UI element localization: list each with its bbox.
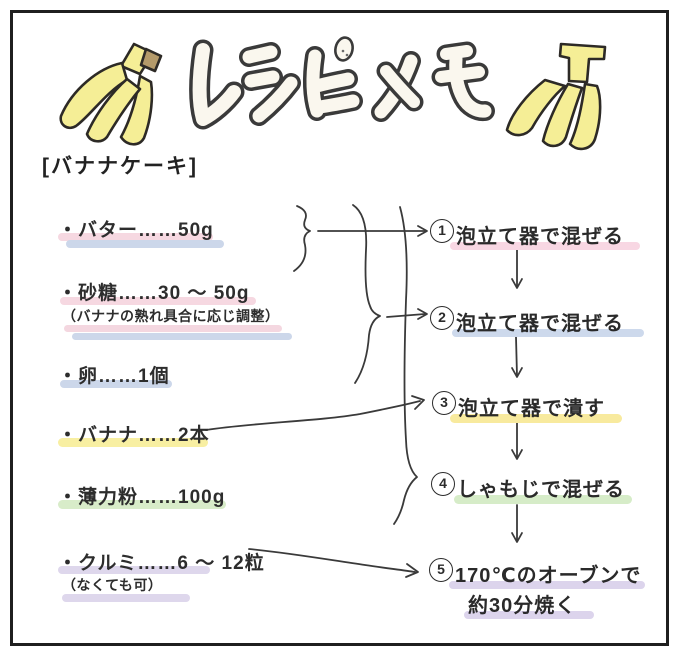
step-4-text: しゃもじで混ぜる [457,479,625,501]
ingredient-egg: ・卵……1個 [58,366,170,387]
step-1-number: 1 [430,219,454,243]
ingredient-banana: ・バナナ……2本 [58,425,210,446]
step-5-text-line2: 約30分焼く [468,595,577,617]
highlight-sugar-note [64,325,282,332]
highlight-step-5-line2 [464,611,594,619]
highlight-butter-2 [66,240,224,248]
highlight-sugar-note-2 [72,333,292,340]
step-5-number: 5 [429,558,453,582]
highlight-step-2 [452,329,644,337]
highlight-walnut [58,566,210,574]
step-2-text: 泡立て器で混ぜる [456,313,624,335]
step-5-text-line1: 170℃のオーブンで [455,565,642,587]
highlight-step-3 [450,414,622,423]
step-1-text: 泡立て器で混ぜる [456,226,624,248]
page-border [10,10,669,646]
highlight-sugar [60,297,256,305]
highlight-step-1 [450,242,640,250]
step-3-number: 3 [432,391,456,415]
ingredient-sugar-note: （バナナの熟れ具合に応じ調整） [62,308,280,324]
ingredient-flour: ・薄力粉……100g [58,487,226,508]
recipe-title: [バナナケーキ] [42,155,198,178]
step-4-number: 4 [431,472,455,496]
step-3-text: 泡立て器で潰す [458,398,605,420]
ingredient-butter: ・バター……50g [58,220,214,241]
highlight-banana [58,438,208,447]
ingredient-walnut: ・クルミ……6 〜 12粒 [58,553,265,574]
step-2-number: 2 [430,306,454,330]
highlight-flour [58,500,226,509]
highlight-butter [58,233,213,241]
highlight-step-4 [454,495,632,504]
ingredient-sugar: ・砂糖……30 〜 50g [58,283,250,304]
highlight-egg [60,380,172,388]
highlight-step-5-line1 [449,581,645,589]
highlight-walnut-note [62,594,190,602]
ingredient-walnut-note: （なくても可） [62,577,163,593]
